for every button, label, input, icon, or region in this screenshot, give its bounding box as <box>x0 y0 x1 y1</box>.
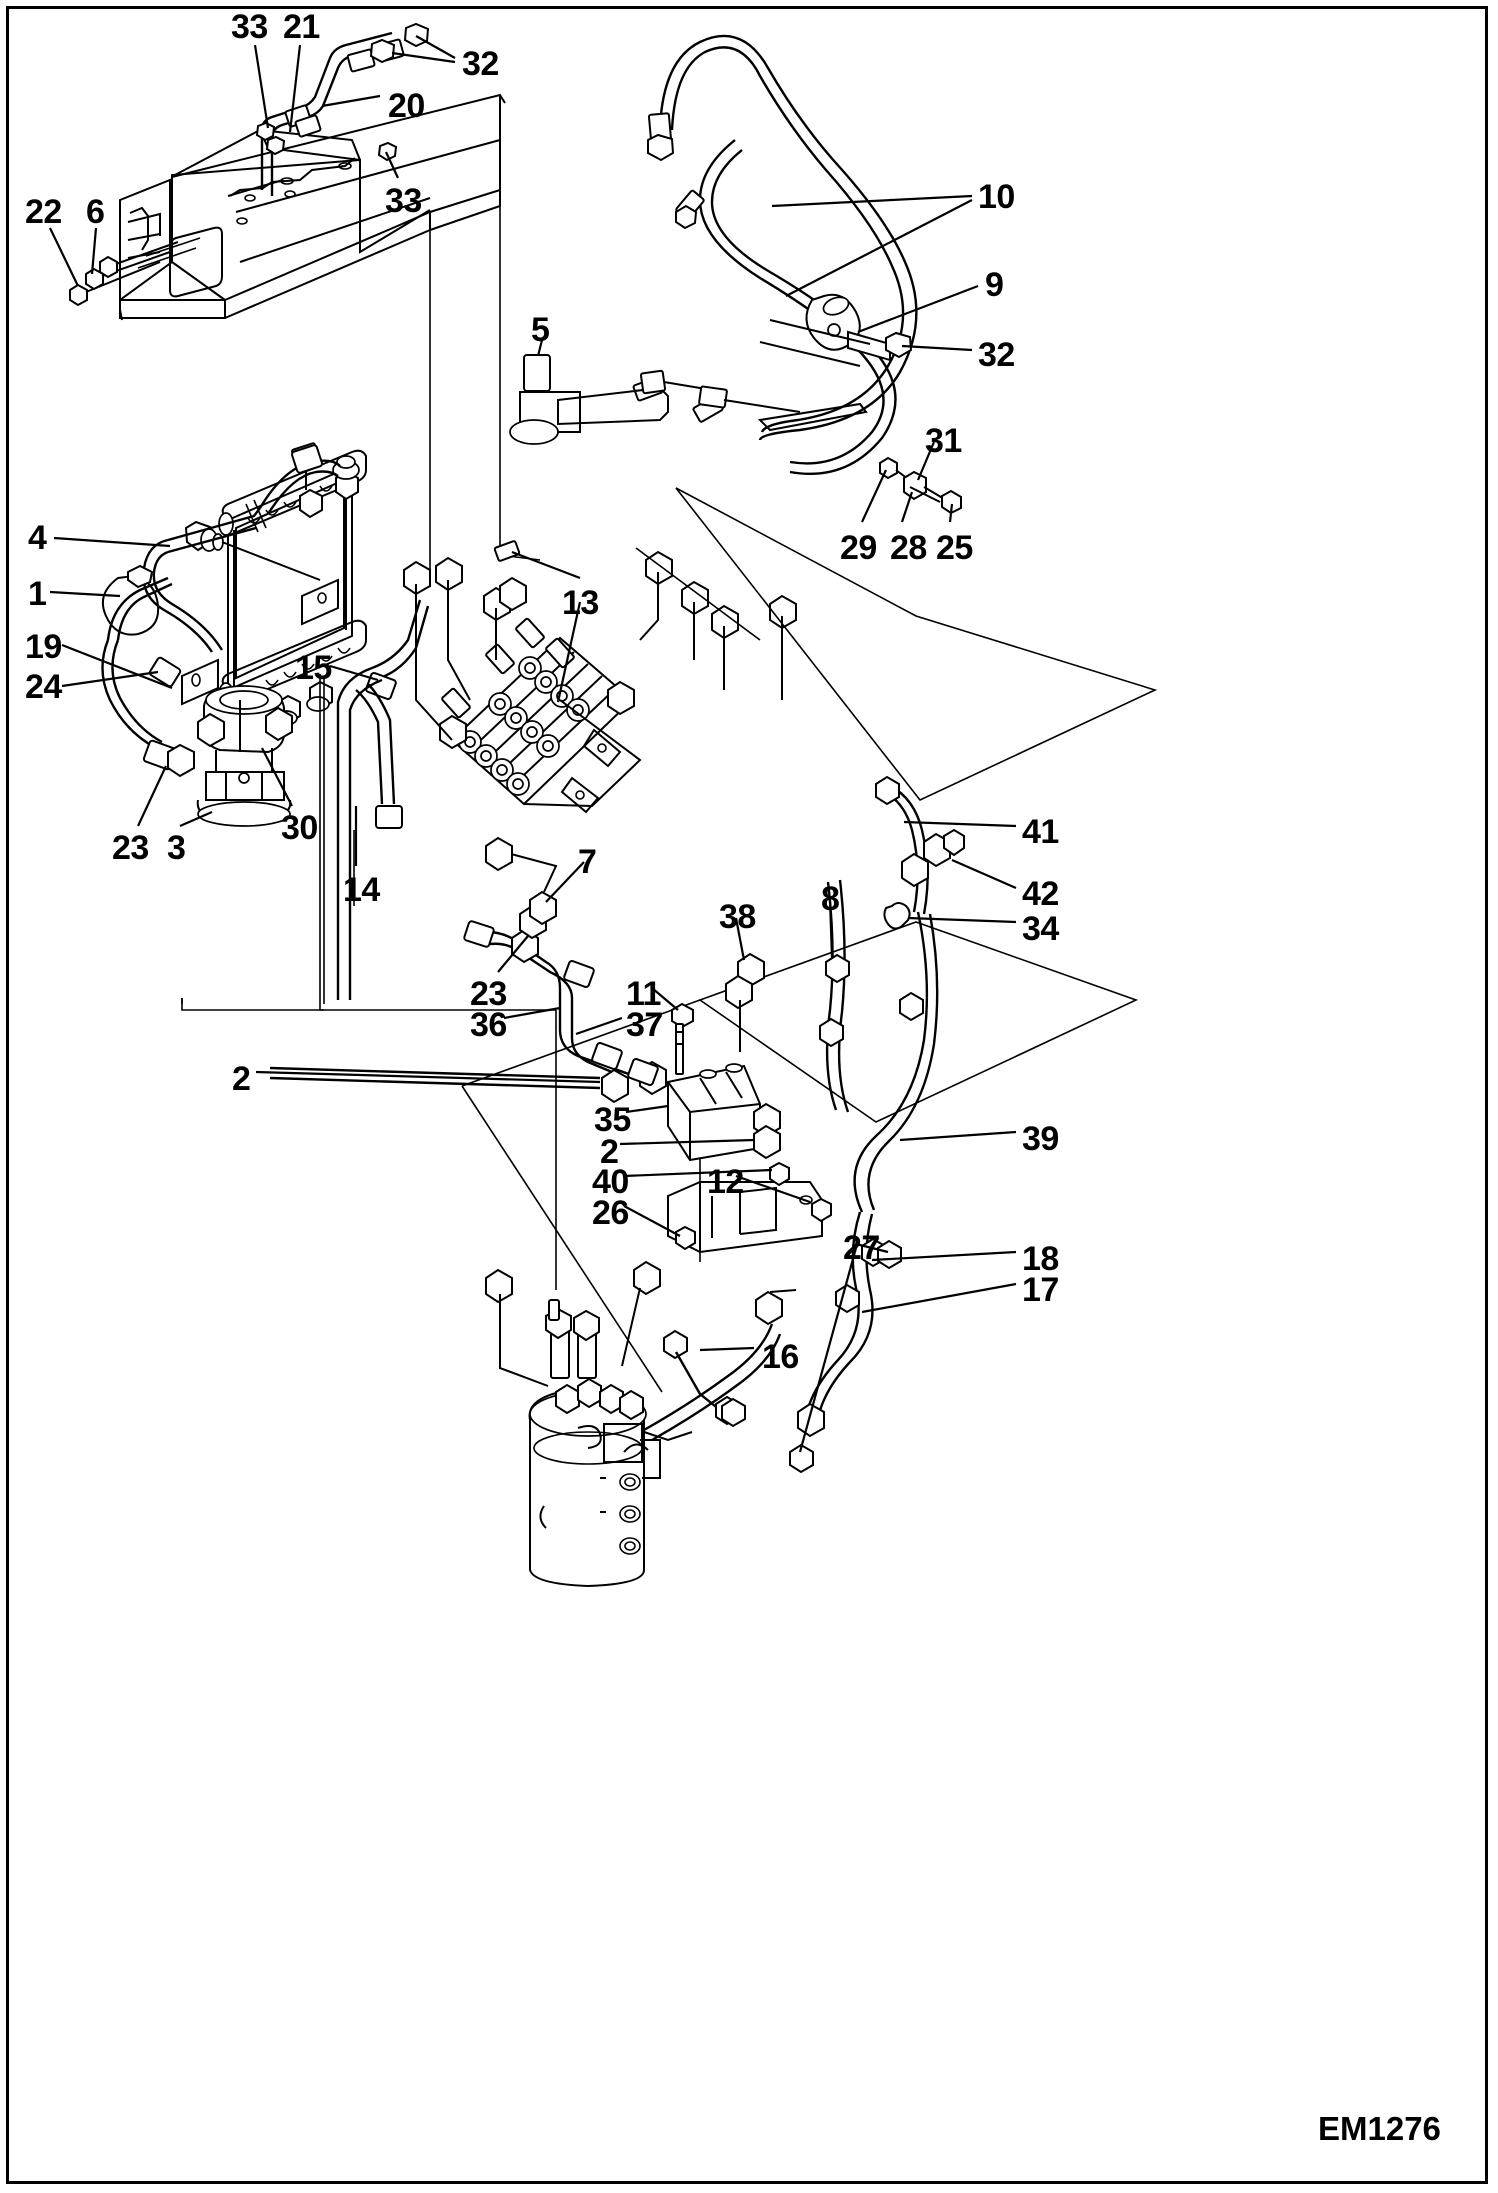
callout-30: 30 <box>281 809 318 847</box>
oil-cooler-radiator <box>181 442 367 726</box>
callout-35: 35 <box>594 1101 631 1139</box>
callout-25: 25 <box>936 529 973 567</box>
manifold-block-35 <box>601 1002 832 1254</box>
long-hose-assembly-10 <box>493 34 918 562</box>
callout-33-lower: 33 <box>385 182 422 220</box>
callout-20: 20 <box>388 87 425 125</box>
callout-19: 19 <box>25 628 62 666</box>
fitting-group-31 <box>879 456 962 515</box>
callout-1: 1 <box>28 575 47 613</box>
callout-39: 39 <box>1022 1120 1059 1158</box>
cooler-hose-4 <box>101 444 341 778</box>
valve-inlet-elbows <box>403 550 797 741</box>
callout-27: 27 <box>843 1229 880 1267</box>
callout-24: 24 <box>25 668 62 706</box>
callout-42: 42 <box>1022 875 1059 913</box>
hose-clamp-9 <box>759 293 913 367</box>
callout-28: 28 <box>890 529 927 567</box>
callout-7: 7 <box>578 843 597 881</box>
callout-23-upper: 23 <box>112 829 149 867</box>
callout-18: 18 <box>1022 1240 1059 1278</box>
hydraulic-reservoir-tank <box>485 1260 797 1588</box>
reference-outline-shapes <box>181 487 1158 1393</box>
callout-41: 41 <box>1022 813 1059 851</box>
callout-3: 3 <box>167 829 186 867</box>
callout-23-lower: 23 <box>470 975 507 1013</box>
callout-36: 36 <box>470 1006 507 1044</box>
callout-12: 12 <box>707 1163 744 1201</box>
diagram-reference-code: EM1276 <box>1318 2110 1441 2147</box>
callout-21: 21 <box>283 8 320 46</box>
callout-29: 29 <box>840 529 877 567</box>
callout-37: 37 <box>626 1006 663 1044</box>
bolt-set-22-6 <box>69 237 201 307</box>
callout-17: 17 <box>1022 1271 1059 1309</box>
cab-floor-panel-group <box>119 93 541 585</box>
tube-assembly-36-37 <box>463 836 659 1086</box>
callout-34: 34 <box>1022 910 1059 948</box>
swivel-joint-assembly <box>196 685 293 827</box>
callout-32-right: 32 <box>978 336 1015 374</box>
callout-13: 13 <box>562 584 599 622</box>
callout-16: 16 <box>762 1338 799 1376</box>
callout-38: 38 <box>719 898 756 936</box>
callout-8: 8 <box>821 880 840 918</box>
cylinder-assembly-5 <box>509 354 868 445</box>
callout-10: 10 <box>978 178 1015 216</box>
callout-22: 22 <box>25 193 62 231</box>
callout-14: 14 <box>343 871 380 909</box>
tube-14 <box>353 683 403 906</box>
callout-leader-lines <box>49 35 1017 1453</box>
tube-2-left <box>269 1066 601 1090</box>
callout-4: 4 <box>28 519 47 557</box>
callout-2-lower: 2 <box>600 1133 619 1171</box>
callout-6: 6 <box>86 193 105 231</box>
callout-26: 26 <box>592 1194 629 1232</box>
control-valve-bank <box>439 617 642 814</box>
callout-15: 15 <box>295 649 332 687</box>
callout-11: 11 <box>626 975 661 1013</box>
callout-33-top-left: 33 <box>231 8 268 46</box>
callout-5: 5 <box>531 311 550 349</box>
callout-2-upper: 2 <box>232 1060 251 1098</box>
callout-32-top: 32 <box>462 45 499 83</box>
callout-31: 31 <box>925 422 962 460</box>
callout-40: 40 <box>592 1163 629 1201</box>
callout-9: 9 <box>985 266 1004 304</box>
